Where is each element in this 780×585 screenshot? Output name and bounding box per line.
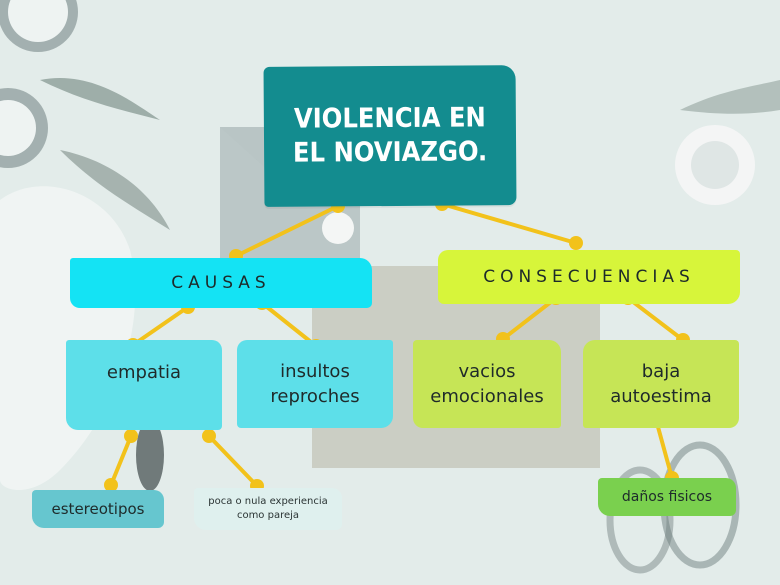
main-title-node[interactable]: VIOLENCIA EN EL NOVIAZGO. <box>263 65 517 207</box>
scissors-decoration <box>136 419 164 491</box>
leaf-decoration <box>40 78 160 120</box>
poca-experiencia-label: poca o nula experiencia como pareja <box>208 496 328 521</box>
estereotipos-node[interactable]: estereotipos <box>32 490 164 528</box>
estereotipos-label: estereotipos <box>51 500 145 518</box>
danos-fisicos-node[interactable]: daños fisicos <box>598 478 736 516</box>
baja-autoestima-label: baja autoestima <box>610 361 712 407</box>
danos-fisicos-label: daños fisicos <box>621 489 713 505</box>
insultos-node[interactable]: insultos reproches <box>237 340 393 428</box>
causas-node[interactable]: CAUSAS <box>70 258 372 308</box>
vacios-label: vacios emocionales <box>430 361 544 407</box>
consecuencias-node[interactable]: CONSECUENCIAS <box>438 250 740 304</box>
main-title: VIOLENCIA EN EL NOVIAZGO. <box>292 102 488 169</box>
baja-autoestima-node[interactable]: baja autoestima <box>583 340 739 428</box>
causas-label: CAUSAS <box>171 273 271 293</box>
empatia-label: empatia <box>106 362 182 383</box>
empatia-node[interactable]: empatia <box>66 340 222 430</box>
consecuencias-label: CONSECUENCIAS <box>483 267 695 287</box>
poca-experiencia-node[interactable]: poca o nula experiencia como pareja <box>194 488 342 530</box>
insultos-label: insultos reproches <box>270 361 360 407</box>
vacios-node[interactable]: vacios emocionales <box>413 340 561 428</box>
